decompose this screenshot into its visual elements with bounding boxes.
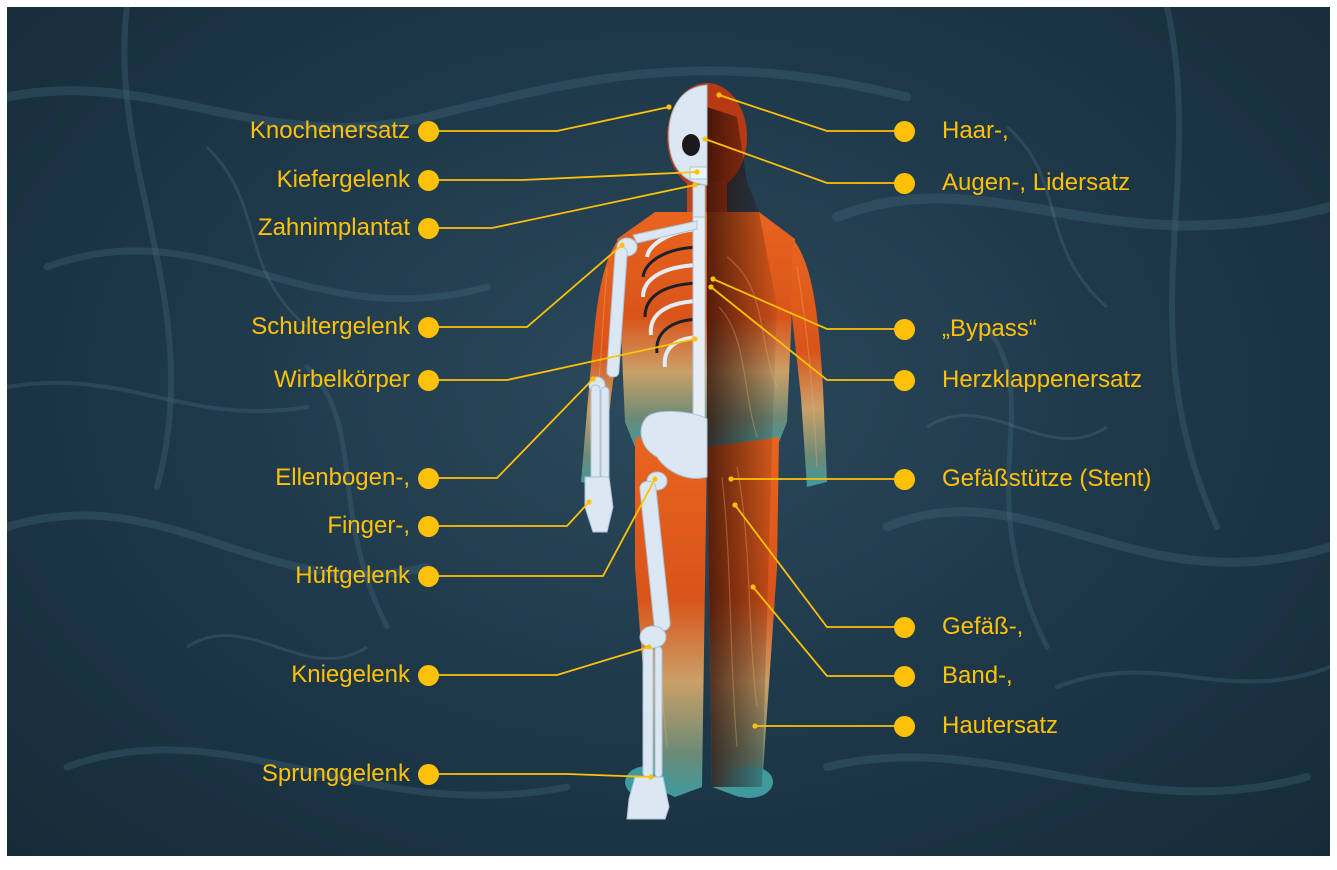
connector-line <box>719 95 904 131</box>
left-label: Zahnimplantat <box>258 214 410 242</box>
right-label: Haar-, <box>942 117 1009 145</box>
anchor-point <box>652 476 657 481</box>
label-dot <box>894 173 915 194</box>
anchor-point <box>586 499 591 504</box>
left-label: Wirbelkörper <box>274 366 410 394</box>
label-dot <box>418 170 439 191</box>
left-label: Kniegelenk <box>291 661 410 689</box>
anchor-point <box>590 376 595 381</box>
anchor-point <box>702 136 707 141</box>
label-dot <box>418 468 439 489</box>
label-dot <box>418 317 439 338</box>
left-label: Knochenersatz <box>250 117 410 145</box>
anchor-point <box>710 276 715 281</box>
right-label: Augen-, Lidersatz <box>942 169 1130 197</box>
label-dot <box>894 617 915 638</box>
anchor-point <box>692 336 697 341</box>
label-dot <box>418 764 439 785</box>
left-label: Schultergelenk <box>251 313 410 341</box>
label-dot <box>894 370 915 391</box>
left-label: Finger-, <box>327 512 410 540</box>
connector-line <box>428 245 622 327</box>
anchor-point <box>666 104 671 109</box>
label-dot <box>418 566 439 587</box>
connector-line <box>428 379 593 478</box>
label-dot <box>894 666 915 687</box>
right-label: Gefäßstütze (Stent) <box>942 465 1151 493</box>
connector-line <box>428 107 669 131</box>
left-label: Sprunggelenk <box>262 760 410 788</box>
left-label: Hüftgelenk <box>295 562 410 590</box>
label-dot <box>418 370 439 391</box>
right-label: Hautersatz <box>942 712 1058 740</box>
label-dot <box>894 121 915 142</box>
connector-line <box>428 172 697 180</box>
right-label: Band-, <box>942 662 1013 690</box>
label-dot <box>894 319 915 340</box>
anchor-point <box>728 476 733 481</box>
connector-line <box>713 279 904 329</box>
connector-line <box>428 479 655 576</box>
anchor-point <box>752 723 757 728</box>
connector-line <box>753 587 904 676</box>
connector-line <box>711 287 904 380</box>
left-label: Kiefergelenk <box>277 166 410 194</box>
anchor-point <box>750 584 755 589</box>
anchor-point <box>708 284 713 289</box>
connector-line <box>735 505 904 627</box>
label-dot <box>894 716 915 737</box>
anchor-point <box>648 774 653 779</box>
connector-line <box>705 139 904 183</box>
label-dot <box>418 665 439 686</box>
anchor-point <box>716 92 721 97</box>
right-label: Herzklappenersatz <box>942 366 1142 394</box>
connector-line <box>428 647 649 675</box>
connector-line <box>428 185 695 228</box>
right-label: Gefäß-, <box>942 613 1023 641</box>
left-label: Ellenbogen-, <box>275 464 410 492</box>
connector-line <box>428 339 695 380</box>
anchor-point <box>694 169 699 174</box>
label-dot <box>418 121 439 142</box>
anchor-point <box>619 242 624 247</box>
right-label: „Bypass“ <box>942 315 1037 343</box>
label-dot <box>894 469 915 490</box>
anchor-point <box>692 182 697 187</box>
connector-line <box>428 774 651 777</box>
connector-lines <box>7 7 1330 856</box>
anchor-point <box>732 502 737 507</box>
label-dot <box>418 218 439 239</box>
label-dot <box>418 516 439 537</box>
anchor-point <box>646 644 651 649</box>
connector-line <box>428 502 589 526</box>
